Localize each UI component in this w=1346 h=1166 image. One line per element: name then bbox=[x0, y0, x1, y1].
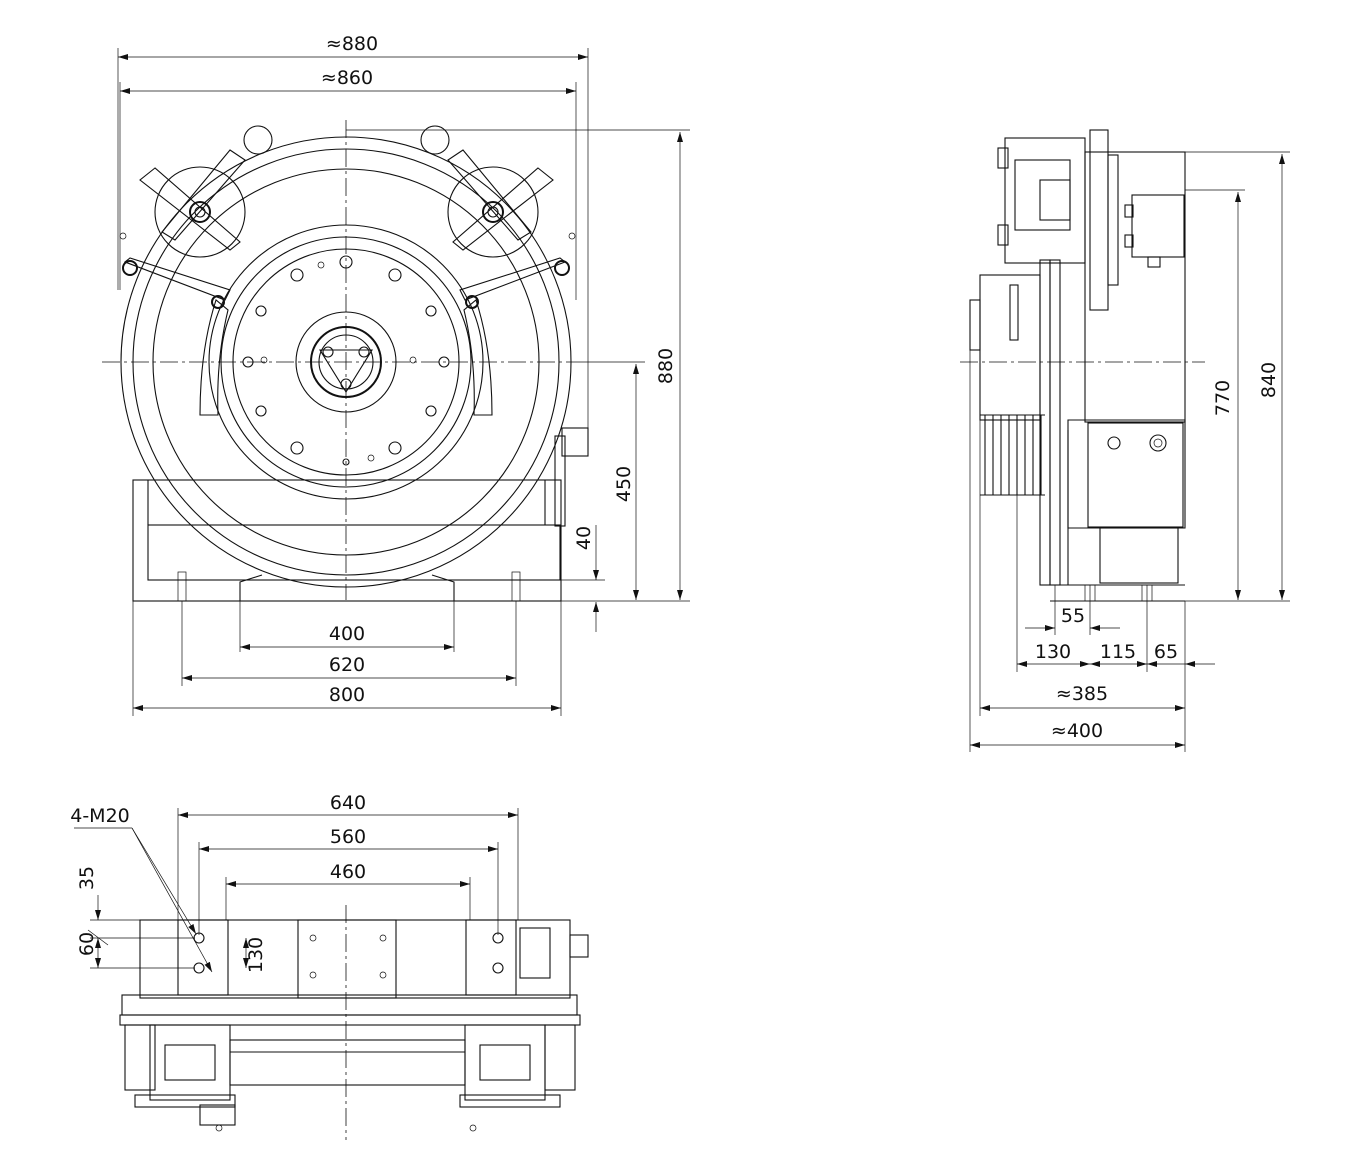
dim-560: 560 bbox=[330, 826, 366, 848]
dim-60: 60 bbox=[76, 932, 98, 956]
dim-840: 840 bbox=[1258, 362, 1280, 398]
dim-115: 115 bbox=[1100, 641, 1136, 663]
dim-axis-height: 450 bbox=[613, 466, 635, 502]
thread-label: 4-M20 bbox=[70, 805, 130, 827]
dim-130-bottom: 130 bbox=[245, 937, 267, 973]
dim-overall-width: ≈880 bbox=[326, 33, 378, 55]
dim-130: 130 bbox=[1035, 641, 1071, 663]
dim-base-holes: 620 bbox=[329, 654, 365, 676]
side-view: 770 840 55 130 115 65 ≈385 ≈400 bbox=[960, 129, 1290, 752]
dim-640: 640 bbox=[330, 792, 366, 814]
bottom-view: 4-M20 640 560 460 35 60 130 bbox=[70, 792, 589, 1140]
dim-base-inner: 400 bbox=[329, 623, 365, 645]
dim-65: 65 bbox=[1154, 641, 1178, 663]
dim-35: 35 bbox=[76, 866, 98, 890]
front-view: ≈880 ≈860 880 450 40 400 620 800 bbox=[102, 33, 690, 716]
dim-foot-offset: 40 bbox=[573, 526, 595, 550]
dim-drum-width: ≈860 bbox=[321, 67, 373, 89]
dim-55: 55 bbox=[1061, 605, 1085, 627]
dim-460: 460 bbox=[330, 861, 366, 883]
dim-400: ≈400 bbox=[1051, 720, 1103, 742]
dim-height: 880 bbox=[655, 348, 677, 384]
dim-base-overall: 800 bbox=[329, 684, 365, 706]
dim-770: 770 bbox=[1212, 380, 1234, 416]
dim-385: ≈385 bbox=[1056, 683, 1108, 705]
